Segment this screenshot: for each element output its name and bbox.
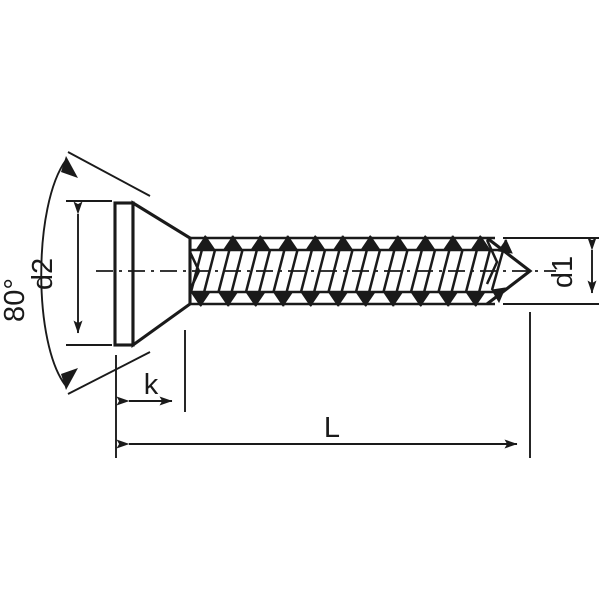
dimension-head-height: k: [115, 330, 186, 412]
angle-extension-line-bottom: [67, 351, 151, 395]
d1-label: d1: [547, 256, 579, 288]
L-label: L: [324, 412, 340, 444]
screw-body: [96, 200, 556, 349]
angle-arrowhead-top: [61, 156, 78, 178]
thread-teeth-top: [195, 235, 513, 254]
thread-helix-flanks: [189, 235, 508, 307]
screw-head-rim: [113, 201, 135, 347]
dimension-head-diameter: d2: [27, 200, 112, 346]
thread-teeth-bottom: [190, 287, 506, 307]
d2-label: d2: [27, 258, 59, 290]
dimension-overall-length: L: [115, 312, 531, 458]
k-label: k: [144, 369, 159, 401]
dimension-thread-diameter: d1: [503, 237, 599, 305]
angle-extension-line-top: [67, 151, 151, 197]
angle-arc: [40, 159, 67, 387]
tip-thread-detail: [485, 239, 499, 285]
screw-head-cone: [131, 200, 192, 349]
angle-label: 80°: [0, 278, 31, 322]
angle-arrowhead-bottom: [61, 368, 78, 390]
dimension-head-angle: 80°: [0, 151, 151, 395]
